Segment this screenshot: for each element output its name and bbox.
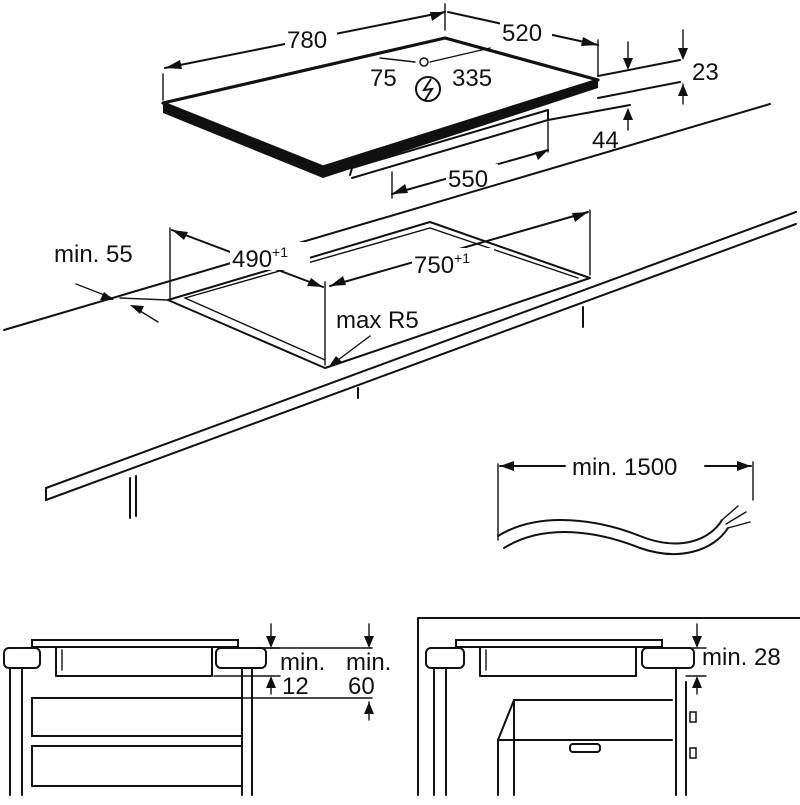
dim-520-bg — [500, 18, 552, 44]
worktop-front-edge — [45, 211, 797, 489]
arrow-cable-left — [500, 461, 514, 471]
worktop-front-lower-edge — [45, 223, 797, 501]
hob-width-label: 780 — [287, 27, 327, 54]
clearance-min-label: min. — [346, 649, 391, 676]
cable-upper — [497, 519, 723, 545]
section-left-drawer-2 — [31, 745, 243, 787]
arrow-44 — [623, 108, 633, 120]
gap-value-label: 12 — [282, 673, 309, 700]
worktop-drawing: 490+1 750+1 max R5 min. 55 — [3, 103, 797, 519]
power-connection-icon — [415, 76, 441, 102]
gap-min-label: min. — [280, 649, 325, 676]
cutout-depth-value: 490 — [232, 246, 272, 273]
section-left-drawer-1 — [31, 697, 243, 737]
section-left-drawing: min. 12 min. 60 — [3, 623, 391, 796]
arrow-55-right — [130, 305, 144, 314]
worktop-back-edge — [3, 103, 771, 331]
cable-wire-1 — [721, 505, 739, 521]
hob-depth-label: 520 — [502, 20, 542, 47]
cutout-inner-left — [184, 297, 326, 361]
section-left-hob-glass — [31, 639, 239, 648]
cutout-width-label: 750+1 — [414, 250, 470, 279]
section-right-drawing: min. 28 — [417, 617, 800, 796]
clearance-value-label: 60 — [348, 673, 375, 700]
connection-offset-left-label: 75 — [370, 65, 397, 92]
hob-glass-edge-right — [323, 80, 598, 178]
arrow-28-top — [692, 636, 702, 648]
arrow-490-right — [307, 278, 323, 287]
oven-hinge-bottom — [689, 747, 697, 759]
arrow-55-left — [100, 292, 114, 300]
arrow-23-b — [678, 48, 688, 60]
corner-radius-label: max R5 — [336, 307, 419, 334]
hob-drawing: 780 520 75 335 23 44 — [161, 3, 719, 199]
arrow-12-top — [266, 636, 276, 648]
section-right-worktop-right — [641, 647, 695, 669]
arrow-550-left — [392, 184, 408, 194]
arrow-r5 — [328, 356, 342, 368]
dim-750-bg — [412, 248, 494, 276]
dim-55-ext — [119, 297, 169, 301]
hob-body — [349, 109, 549, 179]
dim-75-line — [379, 57, 416, 63]
glass-thickness-label: 23 — [692, 59, 719, 86]
arrow-780-left — [165, 60, 182, 69]
section-right-frame — [417, 617, 800, 796]
section-right-hob-body — [479, 647, 637, 677]
cable-lower — [503, 527, 729, 555]
section-left-worktop-right — [215, 647, 267, 669]
arrow-490-left — [172, 230, 188, 240]
hob-edge-line-right — [322, 85, 591, 171]
cutout-depth-tolerance: +1 — [272, 244, 288, 260]
arrow-23-c — [678, 84, 688, 96]
arrow-520-right — [581, 37, 598, 46]
arrow-cable-right — [737, 461, 751, 471]
dim-490-bg — [230, 242, 310, 270]
dim-44-ext — [547, 104, 631, 121]
dim-550-bg — [446, 164, 498, 190]
oven-handle — [569, 743, 601, 753]
section-left-hob-body — [55, 647, 213, 677]
cable-length-label: min. 1500 — [572, 454, 677, 481]
cutout-depth-label: 490+1 — [232, 244, 288, 273]
arrow-750-left — [330, 276, 346, 286]
arrow-780-right — [430, 12, 445, 21]
connection-offset-right-label: 335 — [452, 65, 492, 92]
connection-point — [419, 57, 429, 67]
section-right-hob-glass — [455, 639, 663, 648]
oven-top — [497, 699, 673, 796]
cable-wire-2 — [725, 511, 747, 525]
hob-edge-line — [169, 107, 324, 171]
arrow-28-bottom — [692, 676, 702, 688]
edge-distance-label: min. 55 — [54, 241, 133, 268]
cutout-width-value: 750 — [414, 252, 454, 279]
dim-23-ext-bottom — [597, 81, 681, 99]
cutout-width-tolerance: +1 — [454, 250, 470, 266]
arrow-60-top — [364, 636, 374, 648]
dim-335-line — [429, 47, 491, 63]
section-right-clearance-label: min. 28 — [702, 644, 781, 671]
dim-780-bg — [285, 25, 337, 51]
arrow-12-bottom — [266, 676, 276, 688]
cutout-outline — [167, 221, 591, 369]
dim-23-ext-top — [597, 59, 681, 77]
arrow-750-right — [572, 212, 588, 222]
cable-drawing: min. 1500 — [497, 454, 754, 555]
cutout-inner-back — [184, 227, 579, 299]
cable-wire-3 — [727, 521, 751, 529]
arrow-60-bottom — [364, 702, 374, 714]
section-left-worktop-left — [3, 647, 41, 669]
section-right-worktop-left — [425, 647, 465, 669]
oven-hinge-top — [689, 711, 697, 723]
arrow-23-a — [623, 58, 633, 70]
arrow-550-right — [535, 150, 548, 160]
